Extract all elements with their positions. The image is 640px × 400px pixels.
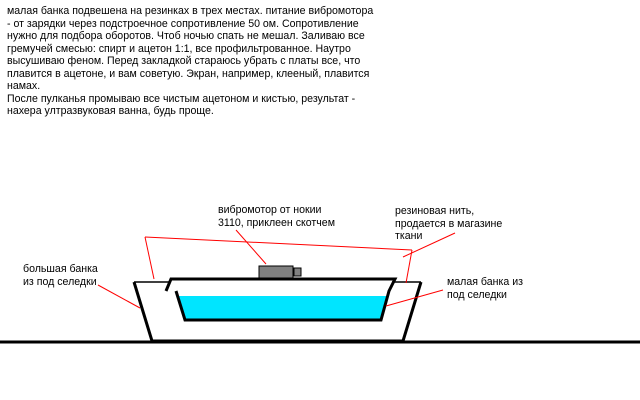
small-jar-label-line: под селедки — [447, 288, 507, 301]
vibration-motor — [258, 265, 294, 279]
description-line: - от зарядки через подстроечное сопротив… — [7, 17, 359, 30]
rubber-thread — [405, 249, 413, 284]
rubber-thread — [144, 236, 155, 280]
description-line: малая банка подвешена на резинках в трех… — [7, 5, 374, 17]
leader-line-big-jar — [97, 284, 141, 309]
big-jar-label-line: из под селедки — [23, 275, 97, 288]
description-line: высушиваю феном. Перед закладкой стараюс… — [7, 55, 361, 67]
big-jar-outline — [132, 281, 423, 343]
description-text: малая банка подвешена на резинках в трех… — [7, 5, 402, 118]
description-line: нужно для подбора оборотов. Чтоб ночью с… — [7, 30, 365, 42]
rubber-thread-label-line: резиновая нить, — [395, 205, 475, 217]
description-line: намах. — [7, 80, 41, 92]
leader-line-motor — [235, 229, 267, 265]
motor-label: вибромотор от нокии 3110, приклеен скотч… — [218, 204, 335, 229]
description-line: После пулканья промываю все чистым ацето… — [7, 92, 356, 105]
vibration-motor-weight — [293, 267, 302, 277]
description-line: гремучей смесью: спирт и ацетон 1:1, все… — [7, 42, 351, 55]
big-jar-label: большая банка из под селедки — [23, 263, 98, 288]
rubber-thread-label: резиновая нить, продается в магазине тка… — [395, 205, 502, 243]
leader-line-small-jar — [385, 289, 444, 307]
leader-line-rubber — [402, 232, 456, 258]
description-line: нахера ултразвуковая ванна, будь проще. — [7, 105, 214, 117]
rubber-thread — [144, 236, 413, 251]
rubber-thread-label-line: продается в магазине — [395, 217, 503, 230]
small-jar-outline — [164, 277, 398, 322]
rubber-thread-label-line: ткани — [395, 230, 423, 242]
motor-label-line: 3110, приклеен скотчем — [218, 216, 335, 229]
small-jar-label: малая банка из под селедки — [447, 276, 523, 301]
liquid-fill — [178, 296, 389, 319]
motor-label-line: вибромотор от нокии — [218, 204, 322, 216]
big-jar-label-line: большая банка — [23, 263, 98, 275]
description-line: плавится в ацетоне, и вам советую. Экран… — [7, 67, 370, 80]
small-jar-label-line: малая банка из — [447, 276, 523, 288]
